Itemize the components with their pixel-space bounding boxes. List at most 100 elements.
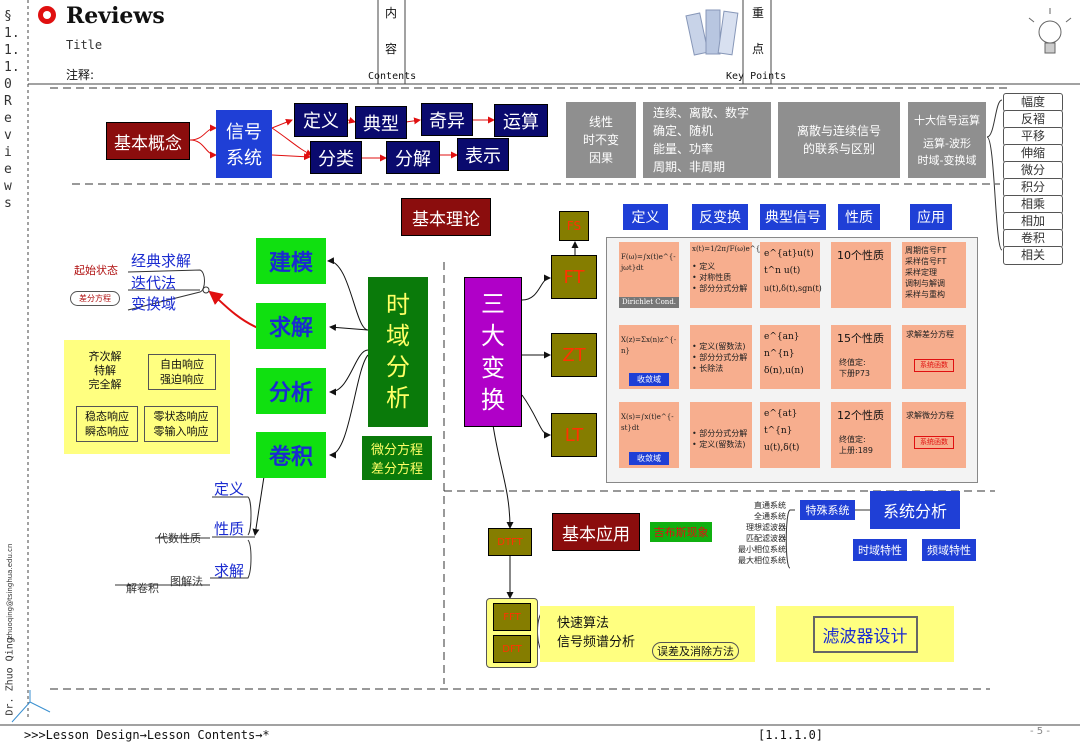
basic-theory-box[interactable]: 基本理论 [401,198,491,236]
basic-concept-box[interactable]: 基本概念 [106,122,190,160]
transient-response: 瞬态响应 [79,424,135,439]
zt-typ-2: n^{n} [764,346,816,363]
singular-box[interactable]: 奇异 [421,103,473,136]
ft-app-3[interactable]: 采样定理 [905,267,963,278]
operation-box[interactable]: 运算 [494,104,548,137]
signal-system-box[interactable]: 信号 系统 [216,110,272,178]
diff-eq-box[interactable]: 微分方程 差分方程 [362,436,432,480]
free-forced-group: 自由响应 强迫响应 [148,354,216,390]
dft-box[interactable]: DFT [493,635,531,663]
ft-props-text: 10个性质 [831,242,891,268]
op-correlate[interactable]: 相关 [1003,246,1063,265]
content-char-2: 容 [385,40,397,57]
basic-application-box[interactable]: 基本应用 [552,513,640,551]
ft-app-4[interactable]: 调制与解调 [905,278,963,289]
gibbs-badge[interactable]: 吉布斯现象 [650,522,712,542]
response-panel: 齐次解 特解 完全解 自由响应 强迫响应 稳态响应 瞬态响应 零状态响应 零输入… [64,340,230,454]
lt-props-text: 12个性质 [831,402,891,428]
difference-eq-badge: 差分方程 [70,291,120,306]
sys-direct[interactable]: 直通系统 [728,500,786,511]
ft-box[interactable]: FT [551,255,597,299]
gray2-line-2: 确定、随机 [653,122,713,140]
dirichlet-cond: Dirichlet Cond. [619,297,679,308]
ft-props-cell: 10个性质 [831,242,891,308]
gray4-line-3: 时域-变换域 [918,152,977,169]
zt-box[interactable]: ZT [551,333,597,377]
zt-typical-cell: e^{an} n^{n} δ(n),u(n) [760,325,820,389]
system-analysis-box[interactable]: 系统分析 [870,491,960,529]
col-typical[interactable]: 典型信号 [760,204,826,230]
lt-system-fn-badge[interactable]: 系统函数 [914,436,954,449]
dtft-box[interactable]: DTFT [488,528,532,556]
lt-apps-cell: 求解微分方程 系统函数 [902,402,966,468]
td-char-2: 域 [386,321,410,352]
lt-box[interactable]: LT [551,413,597,457]
lt-app-item[interactable]: 求解微分方程 [906,410,962,421]
special-system-box[interactable]: 特殊系统 [800,500,855,520]
conv-definition[interactable]: 定义 [214,478,244,499]
ft-typ-3: u(t),δ(t),sgn(t) [764,280,816,297]
lightbulb-icon [1029,8,1071,53]
lt-typ-2: t^{n} [764,423,816,440]
error-elimination[interactable]: 误差及消除方法 [652,642,739,660]
lt-typ-1: e^{at} [764,406,816,423]
zt-inv-note-1: • 定义(留数法) [692,341,750,352]
algebraic-properties: 代数性质 [157,530,201,546]
time-char-box[interactable]: 时域特性 [853,539,907,561]
ft-app-2[interactable]: 采样信号FT [905,256,963,267]
sys-allpass[interactable]: 全通系统 [728,511,786,522]
fs-box[interactable]: FS [559,211,589,241]
zt-roc-badge[interactable]: 收敛域 [629,373,669,386]
time-domain-box[interactable]: 时 域 分 析 [368,277,428,427]
zt-app-item[interactable]: 求解差分方程 [906,329,962,340]
homogeneous-solution: 齐次解 [82,350,128,364]
transform-domain[interactable]: 变换域 [131,293,176,314]
lt-note-2: 上册:189 [831,445,891,456]
lt-roc-badge[interactable]: 收敛域 [629,452,669,465]
three-transforms-box[interactable]: 三 大 变 换 [464,277,522,427]
definition-box[interactable]: 定义 [294,103,348,137]
zero-state-response: 零状态响应 [147,409,215,424]
zt-system-fn-badge[interactable]: 系统函数 [914,359,954,372]
conv-solving[interactable]: 求解 [214,560,244,581]
sys-ideal-filter[interactable]: 理想滤波器 [728,522,786,533]
sys-matched-filter[interactable]: 匹配滤波器 [728,533,786,544]
decomposition-box[interactable]: 分解 [386,141,440,174]
ft-app-1[interactable]: 周期信号FT [905,245,963,256]
ft-app-5[interactable]: 采样与重构 [905,289,963,300]
fft-box[interactable]: FFT [493,603,531,631]
ft-def-formula: F(ω)=∫x(t)e^{-jωt}dt [619,242,679,284]
modeling-box[interactable]: 建模 [256,238,326,284]
td-char-4: 析 [386,383,410,414]
solution-group: 齐次解 特解 完全解 [82,350,128,392]
discrete-continuous-box: 离散与连续信号 的联系与区别 [778,102,900,178]
col-definition[interactable]: 定义 [623,204,668,230]
classification-box[interactable]: 分类 [310,141,362,174]
spectrum-analysis[interactable]: 信号频谱分析 [557,631,635,650]
free-response: 自由响应 [151,357,213,372]
ft-inv-note-1: • 定义 [692,261,750,272]
keypoint-char-2: 点 [752,40,764,57]
section-vertical-label: §1.1.1.0 Reviews [4,8,16,212]
col-inverse[interactable]: 反变换 [692,204,748,230]
convolution-box[interactable]: 卷积 [256,432,326,478]
footer-breadcrumb[interactable]: >>>Lesson Design→Lesson Contents→* [24,728,270,742]
sys-min-phase[interactable]: 最小相位系统 [728,544,786,555]
classic-solution[interactable]: 经典求解 [131,250,191,271]
representation-box[interactable]: 表示 [457,138,509,171]
solving-box[interactable]: 求解 [256,303,326,349]
filter-design-button[interactable]: 滤波器设计 [813,616,918,653]
col-properties[interactable]: 性质 [838,204,880,230]
analysis-box[interactable]: 分析 [256,368,326,414]
gear-logo-icon [38,6,56,24]
freq-char-box[interactable]: 频域特性 [922,539,976,561]
zt-inv-note-2: • 部分分式分解 [692,352,750,363]
lt-def-formula: X(s)=∫x(t)e^{-st}dt [619,402,679,444]
email-label: zhuoqing@tsinghua.edu.cn [6,499,14,639]
conv-properties[interactable]: 性质 [214,518,244,539]
typical-box[interactable]: 典型 [355,106,407,139]
col-applications[interactable]: 应用 [910,204,952,230]
fast-algorithm[interactable]: 快速算法 [557,612,609,631]
iteration-method[interactable]: 迭代法 [131,272,176,293]
sys-max-phase[interactable]: 最大相位系统 [728,555,786,566]
